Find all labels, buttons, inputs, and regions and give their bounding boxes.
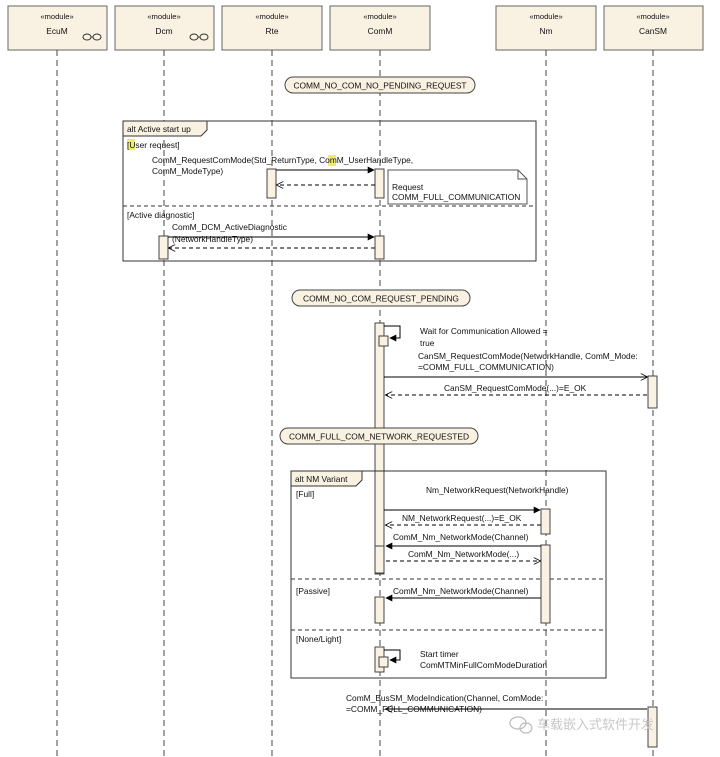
- alt-fragment-nm-variant: alt NM Variant [Full] [Passive] [None/Li…: [290, 470, 607, 679]
- stereotype-label: «module»: [147, 12, 180, 21]
- activation-cansm: [647, 375, 658, 409]
- activation-comm: [374, 168, 385, 199]
- activation-cansm: [647, 706, 658, 748]
- self-arrow: [384, 649, 401, 664]
- highlight-mark: [328, 155, 336, 166]
- stereotype-label: «module»: [636, 12, 669, 21]
- msg-nm-network-request: Nm_NetworkRequest(NetworkHandle): [384, 485, 569, 514]
- activation-nm: [540, 508, 551, 535]
- lifeline-ecum: «module» EcuM: [7, 5, 108, 757]
- state-no-com-request-pending: COMM_NO_COM_REQUEST_PENDING: [291, 289, 471, 307]
- self-arrow: [384, 325, 401, 342]
- lifeline-dcm: «module» Dcm: [114, 5, 215, 757]
- lifeline-title: Nm: [539, 26, 552, 36]
- activation-comm-main: [374, 322, 385, 575]
- message-label: Start timer: [420, 649, 459, 659]
- guard-full: [Full]: [296, 489, 314, 499]
- guard-user-request: [User request]: [127, 140, 180, 150]
- lifeline-nm: «module» Nm: [495, 5, 597, 757]
- lifeline-title: CanSM: [639, 26, 667, 36]
- lifeline-title: Dcm: [155, 26, 172, 36]
- lifeline-rte: «module» Rte: [221, 5, 323, 757]
- message-label: ComM_DCM_ActiveDiagnostic: [172, 222, 287, 232]
- message-label: ComM_BusSM_ModeIndication(Channel, ComMo…: [346, 693, 543, 703]
- note-text: COMM_FULL_COMMUNICATION: [392, 192, 520, 202]
- message-label: ComMTMinFullComModeDuration: [420, 660, 547, 670]
- svg-text:COMM_NO_COM_NO_PENDING_REQUEST: COMM_NO_COM_NO_PENDING_REQUEST: [293, 81, 466, 91]
- fragment-title: alt Active start up: [127, 124, 191, 134]
- lifeline-title: EcuM: [46, 26, 67, 36]
- state-full-com-network-requested: COMM_FULL_COM_NETWORK_REQUESTED: [279, 427, 479, 445]
- msg-start-timer: Start timer ComMTMinFullComModeDuration: [378, 649, 547, 670]
- lifeline-title: Rte: [265, 26, 278, 36]
- message-label: =COMM_FULL_COMMUNICATION): [418, 362, 554, 372]
- subsystem-icon: [82, 33, 102, 41]
- activation-comm: [374, 596, 385, 624]
- note-request-full: Request COMM_FULL_COMMUNICATION: [387, 169, 528, 205]
- svg-text:COMM_NO_COM_REQUEST_PENDING: COMM_NO_COM_REQUEST_PENDING: [303, 294, 459, 304]
- msg-dcm-active-diagnostic: ComM_DCM_ActiveDiagnostic (NetworkHandle…: [168, 222, 375, 248]
- msg-cansm-request: CanSM_RequestComMode(NetworkHandle, ComM…: [384, 351, 647, 377]
- fragment-title: alt NM Variant: [295, 474, 348, 484]
- stereotype-label: «module»: [363, 12, 396, 21]
- message-label: Nm_NetworkRequest(NetworkHandle): [426, 485, 569, 495]
- activation-comm: [374, 545, 385, 574]
- activation-comm: [374, 235, 385, 260]
- message-label: ComM_Nm_NetworkMode(Channel): [393, 586, 529, 596]
- message-label: ComM_Nm_NetworkMode(...): [408, 549, 519, 559]
- message-label: ComM_RequestComMode(Std_ReturnType, ComM…: [152, 155, 413, 165]
- svg-text:车载嵌入式软件开发: 车载嵌入式软件开发: [537, 717, 654, 733]
- alt-fragment-active-startup: alt Active start up [User request] [Acti…: [122, 120, 537, 262]
- msg-nm-network-request-return: NM_NetworkRequest(...)=E_OK: [386, 513, 541, 525]
- state-no-com-no-pending: COMM_NO_COM_NO_PENDING_REQUEST: [284, 76, 476, 94]
- activation-nm: [540, 544, 551, 624]
- msg-wait-communication-allowed: Wait for Communication Allowed = true: [378, 325, 548, 348]
- activation-dcm: [158, 235, 169, 260]
- guard-passive: [Passive]: [296, 586, 330, 596]
- message-label: ComM_ModeType): [152, 166, 223, 176]
- watermark: 车载嵌入式软件开发: [509, 716, 654, 734]
- subsystem-icon: [189, 33, 209, 41]
- activation-rte: [266, 168, 277, 199]
- message-label: (NetworkHandleType): [172, 234, 253, 244]
- message-label: NM_NetworkRequest(...)=E_OK: [402, 513, 522, 523]
- message-label: CanSM_RequestComMode(NetworkHandle, ComM…: [418, 351, 638, 361]
- msg-nm-network-mode: ComM_Nm_NetworkMode(Channel): [385, 532, 541, 550]
- stereotype-label: «module»: [40, 12, 73, 21]
- stereotype-label: «module»: [529, 12, 562, 21]
- msg-request-commode: ComM_RequestComMode(Std_ReturnType, ComM…: [152, 155, 413, 185]
- note-text: Request: [392, 182, 424, 192]
- wechat-logo-icon: [509, 716, 533, 734]
- activation-self: [378, 335, 389, 347]
- lifeline-title: ComM: [368, 26, 393, 36]
- svg-text:COMM_FULL_COM_NETWORK_REQUESTE: COMM_FULL_COM_NETWORK_REQUESTED: [289, 432, 469, 442]
- message-label: true: [420, 338, 435, 348]
- msg-nm-network-mode-passive: ComM_Nm_NetworkMode(Channel): [385, 586, 541, 602]
- msg-nm-network-mode-return: ComM_Nm_NetworkMode(...): [386, 549, 540, 561]
- activation-self: [378, 656, 389, 668]
- message-label: CanSM_RequestComMode(...)=E_OK: [444, 383, 587, 393]
- msg-cansm-return: CanSM_RequestComMode(...)=E_OK: [386, 383, 647, 395]
- guard-active-diagnostic: [Active diagnostic]: [127, 210, 195, 220]
- message-label: Wait for Communication Allowed =: [420, 326, 548, 336]
- highlight-mark: [127, 139, 135, 150]
- message-label: ComM_Nm_NetworkMode(Channel): [393, 532, 529, 542]
- guard-none-light: [None/Light]: [296, 634, 341, 644]
- msg-bussm-mode-indication: ComM_BusSM_ModeIndication(Channel, ComMo…: [346, 693, 647, 714]
- stereotype-label: «module»: [255, 12, 288, 21]
